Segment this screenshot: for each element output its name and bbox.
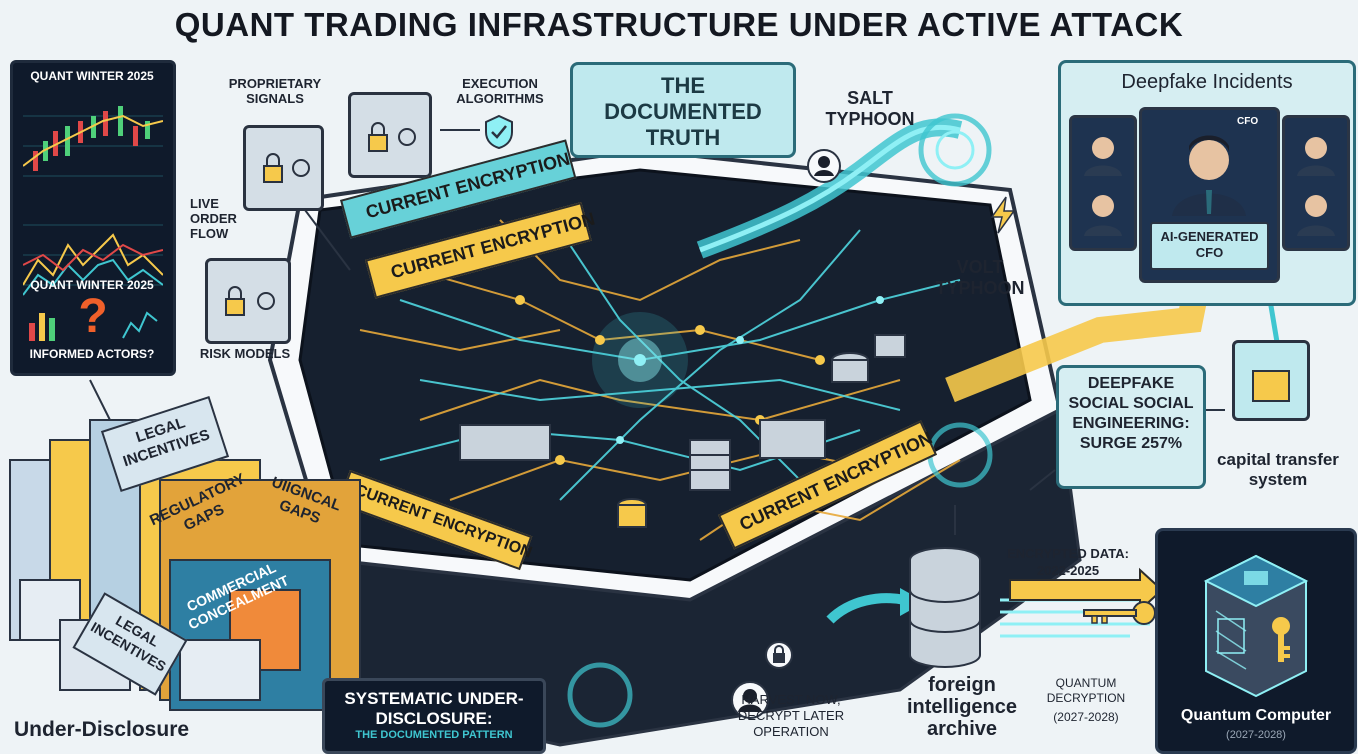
page-title: QUANT TRADING INFRASTRUCTURE UNDER ACTIV… bbox=[174, 6, 1184, 43]
candlestick-chart-icon bbox=[23, 106, 163, 177]
documented-truth-label: THE DOCUMENTED TRUTH bbox=[604, 73, 762, 150]
deepfake-panel: Deepfake Incidents CFO AI-GENERATED CFO bbox=[1058, 60, 1356, 306]
ai-cfo-tag: AI-GENERATED CFO bbox=[1150, 222, 1269, 270]
execution-vault-icon bbox=[348, 92, 432, 178]
systematic-under-disclosure-box: SYSTEMATIC UNDER-DISCLOSURE: THE DOCUMEN… bbox=[322, 678, 546, 754]
harvest-now-label: HARVEST NOW, DECRYPT LATER OPERATION bbox=[737, 692, 845, 739]
quantum-computer-panel: Quantum Computer (2027-2028) bbox=[1155, 528, 1357, 754]
order-flow-vault-icon bbox=[205, 258, 291, 344]
quantum-decryption-years: (2027-2028) bbox=[1053, 710, 1119, 724]
lock-icon bbox=[765, 641, 793, 669]
person-icon bbox=[1297, 137, 1335, 236]
key-icon bbox=[1083, 601, 1156, 625]
encrypted-data-years: 2022-2025 bbox=[1036, 563, 1100, 578]
cfo-avatar-icon bbox=[1172, 135, 1246, 216]
quantum-computer-years: (2027-2028) bbox=[1226, 729, 1286, 741]
under-disclosure-label: Under-Disclosure bbox=[14, 718, 190, 741]
cfo-tag: CFO bbox=[1237, 116, 1259, 127]
quantum-decryption-label: QUANTUM DECRYPTION bbox=[1046, 676, 1126, 705]
lightning-icon bbox=[990, 196, 1016, 234]
live-order-flow-label: LIVE ORDER FLOW bbox=[190, 196, 237, 241]
monitor-center: CFO AI-GENERATED CFO bbox=[1139, 107, 1280, 283]
hacker-icon bbox=[807, 149, 841, 183]
person-icon bbox=[1084, 137, 1122, 236]
disclosure-stack bbox=[9, 419, 361, 711]
database-icon bbox=[909, 547, 981, 668]
question-mark-icon: ? bbox=[78, 290, 108, 343]
archive-label: foreign intelligence archive bbox=[906, 674, 1018, 740]
quantum-computer-label: Quantum Computer bbox=[1180, 707, 1332, 724]
salt-typhoon-label: SALT TYPHOON bbox=[825, 88, 915, 129]
capital-transfer-icon bbox=[1232, 340, 1310, 421]
deepfake-stat-label: DEEPFAKE SOCIAL SOCIAL ENGINEERING: SURG… bbox=[1068, 375, 1194, 452]
shield-check-icon bbox=[485, 114, 513, 150]
risk-models-label: RISK MODELS bbox=[199, 346, 291, 361]
monitor-right bbox=[1282, 115, 1350, 251]
documented-truth-box: THE DOCUMENTED TRUTH bbox=[570, 62, 796, 158]
trend-line-icon bbox=[122, 311, 158, 339]
capital-transfer-label: capital transfer system bbox=[1217, 450, 1339, 489]
ai-cfo-label: AI-GENERATED CFO bbox=[1160, 229, 1259, 260]
systematic-subtitle: THE DOCUMENTED PATTERN bbox=[355, 729, 513, 741]
hooded-hacker-icon bbox=[731, 681, 769, 719]
deepfake-stat-box: DEEPFAKE SOCIAL SOCIAL ENGINEERING: SURG… bbox=[1056, 365, 1206, 489]
systematic-title: SYSTEMATIC UNDER-DISCLOSURE: bbox=[344, 689, 524, 728]
volt-typhoon-label: VOLT TYPHOON bbox=[935, 257, 1025, 298]
bar-chart-icon bbox=[29, 313, 55, 341]
execution-algorithms-label: EXECUTION ALGORITHMS bbox=[456, 76, 544, 106]
monitor-left bbox=[1069, 115, 1137, 251]
quant-winter-mid-label: QUANT WINTER 2025 bbox=[30, 278, 154, 292]
quantum-chip-icon bbox=[1203, 554, 1309, 698]
deepfake-title: Deepfake Incidents bbox=[1121, 71, 1293, 93]
signals-vault-icon bbox=[243, 125, 324, 211]
line-chart-icon bbox=[23, 224, 163, 296]
informed-actors-label: INFORMED ACTORS? bbox=[29, 347, 155, 361]
quant-winter-top-label: QUANT WINTER 2025 bbox=[30, 69, 154, 83]
quant-winter-panel: QUANT WINTER 2025 QUANT WINTER 2025 ? IN… bbox=[10, 60, 176, 376]
proprietary-signals-label: PROPRIETARY SIGNALS bbox=[228, 76, 322, 106]
encrypted-data-label: ENCRYPTED DATA: bbox=[1007, 546, 1129, 561]
